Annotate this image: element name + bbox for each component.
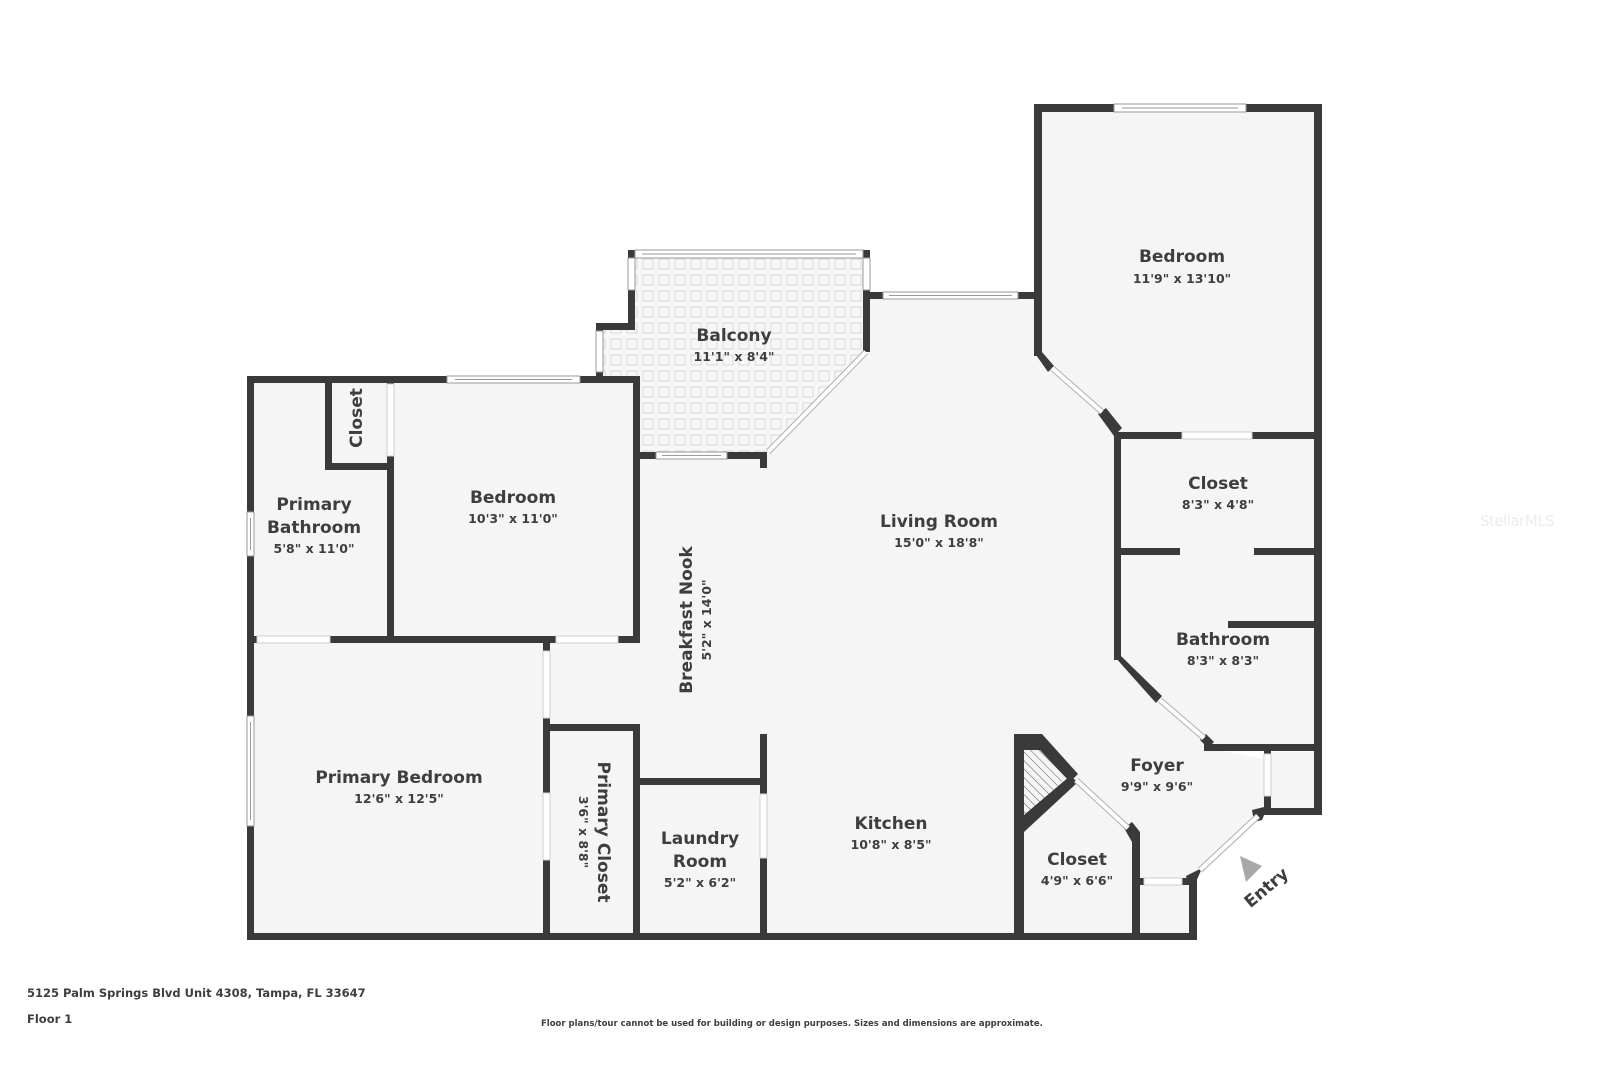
floor-areas: [253, 110, 1316, 934]
room-breakfast-nook: Breakfast Nook 5'2" x 14'0": [677, 546, 714, 694]
balcony-floor: [601, 256, 866, 452]
room-living-room: Living Room 15'0" x 18'8": [880, 512, 998, 550]
entry-arrow-icon: [1240, 856, 1262, 882]
room-name: Closet: [1188, 474, 1248, 494]
room-dimensions: 3'6" x 8'8": [576, 796, 591, 868]
room-name-line1: Primary: [276, 495, 351, 515]
room-closet-small: Closet: [347, 388, 367, 448]
room-dimensions: 11'9" x 13'10": [1133, 271, 1231, 286]
disclaimer: Floor plans/tour cannot be used for buil…: [541, 1019, 1043, 1029]
room-name: Balcony: [696, 326, 771, 346]
room-kitchen: Kitchen 10'8" x 8'5": [851, 814, 932, 852]
room-dimensions: 15'0" x 18'8": [894, 535, 984, 550]
room-laundry: Laundry Room 5'2" x 6'2": [661, 829, 739, 890]
room-bedroom-ne: Bedroom 11'9" x 13'10": [1133, 247, 1231, 286]
room-name: Bedroom: [470, 488, 556, 508]
room-name: Breakfast Nook: [677, 546, 697, 694]
room-bedroom-w: Bedroom 10'3" x 11'0": [468, 488, 558, 526]
room-dimensions: 11'1" x 8'4": [694, 349, 775, 364]
room-name: Primary Closet: [593, 762, 613, 903]
room-name: Kitchen: [855, 814, 928, 834]
room-primary-bathroom: Primary Bathroom 5'8" x 11'0": [267, 495, 361, 556]
room-name: Closet: [1047, 850, 1107, 870]
room-name: Primary Bedroom: [315, 768, 482, 788]
room-name: Living Room: [880, 512, 998, 532]
room-balcony: Balcony 11'1" x 8'4": [694, 326, 775, 364]
room-bathroom: Bathroom 8'3" x 8'3": [1176, 630, 1270, 668]
room-name: Bathroom: [1176, 630, 1270, 650]
door-openings: [256, 365, 1272, 886]
room-dimensions: 8'3" x 8'3": [1187, 653, 1259, 668]
room-dimensions: 8'3" x 4'8": [1182, 497, 1254, 512]
walls: [247, 104, 1322, 940]
room-name: Foyer: [1130, 756, 1184, 776]
room-dimensions: 10'8" x 8'5": [851, 837, 932, 852]
room-closet-e: Closet 8'3" x 4'8": [1182, 474, 1254, 512]
property-address: 5125 Palm Springs Blvd Unit 4308, Tampa,…: [27, 986, 366, 1000]
room-foyer: Foyer 9'9" x 9'6": [1121, 756, 1193, 794]
room-name-line1: Laundry: [661, 829, 739, 849]
room-dimensions: 9'9" x 9'6": [1121, 779, 1193, 794]
room-primary-bedroom: Primary Bedroom 12'6" x 12'5": [315, 768, 482, 806]
room-name: Bedroom: [1139, 247, 1225, 267]
room-dimensions: 5'2" x 6'2": [664, 875, 736, 890]
room-dimensions: 5'2" x 14'0": [699, 580, 714, 661]
room-dimensions: 10'3" x 11'0": [468, 511, 558, 526]
room-closet-s: Closet 4'9" x 6'6": [1041, 850, 1113, 888]
room-name-line2: Room: [673, 852, 727, 872]
watermark-logo: StellarMLS: [1480, 512, 1555, 530]
room-dimensions: 12'6" x 12'5": [354, 791, 444, 806]
room-dimensions: 5'8" x 11'0": [274, 541, 355, 556]
floor-label: Floor 1: [27, 1012, 73, 1026]
windows: [246, 103, 1247, 827]
room-dimensions: 4'9" x 6'6": [1041, 873, 1113, 888]
room-name: Closet: [347, 388, 367, 448]
room-primary-closet: Primary Closet 3'6" x 8'8": [576, 762, 613, 903]
room-name-line2: Bathroom: [267, 518, 361, 538]
